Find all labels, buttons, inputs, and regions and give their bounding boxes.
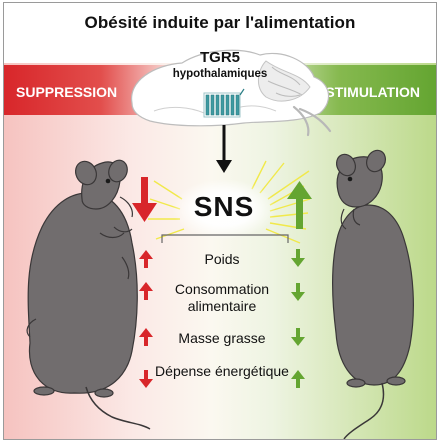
outcome-arrow-depense-stimulation [291, 370, 305, 388]
receptor-name: TGR5 [199, 49, 240, 66]
outcome-arrow-poids-suppression [139, 250, 153, 268]
outcome-arrow-depense-suppression [139, 370, 153, 388]
outcome-label-poids: Poids [204, 251, 240, 267]
outcome-label-consommation: Consommation alimentaire [174, 281, 270, 314]
sns-label: SNS [193, 191, 255, 222]
fat-mouse-icon [26, 159, 151, 430]
outcome-bracket [161, 234, 289, 243]
outcome-arrow-masse-suppression [139, 328, 153, 346]
receptor-location: hypothalamiques [172, 68, 268, 80]
stimulation-main-arrow [287, 181, 312, 229]
outcome-label-masse-grasse: Masse grasse [178, 330, 266, 346]
receptor-to-sns-arrow [216, 125, 232, 173]
outcome-arrow-conso-stimulation [291, 283, 305, 301]
outcome-arrow-conso-suppression [139, 282, 153, 300]
sns-glow [172, 179, 276, 239]
figure-title: Obésité induite par l'alimentation [84, 13, 356, 32]
receptor-icon [203, 88, 245, 118]
outcome-arrow-poids-stimulation [291, 249, 305, 267]
brain-icon [131, 49, 332, 137]
figure: Obésité induite par l'alimentation SUPPR… [3, 2, 437, 440]
lean-mouse-icon [331, 149, 414, 439]
suppression-main-arrow [132, 177, 157, 222]
outcome-arrow-masse-stimulation [291, 328, 305, 346]
stimulation-label: STIMULATION [325, 84, 420, 100]
suppression-label: SUPPRESSION [16, 84, 118, 100]
outcome-label-depense: Dépense énergétique [155, 363, 289, 379]
diagram-artwork [26, 49, 414, 439]
